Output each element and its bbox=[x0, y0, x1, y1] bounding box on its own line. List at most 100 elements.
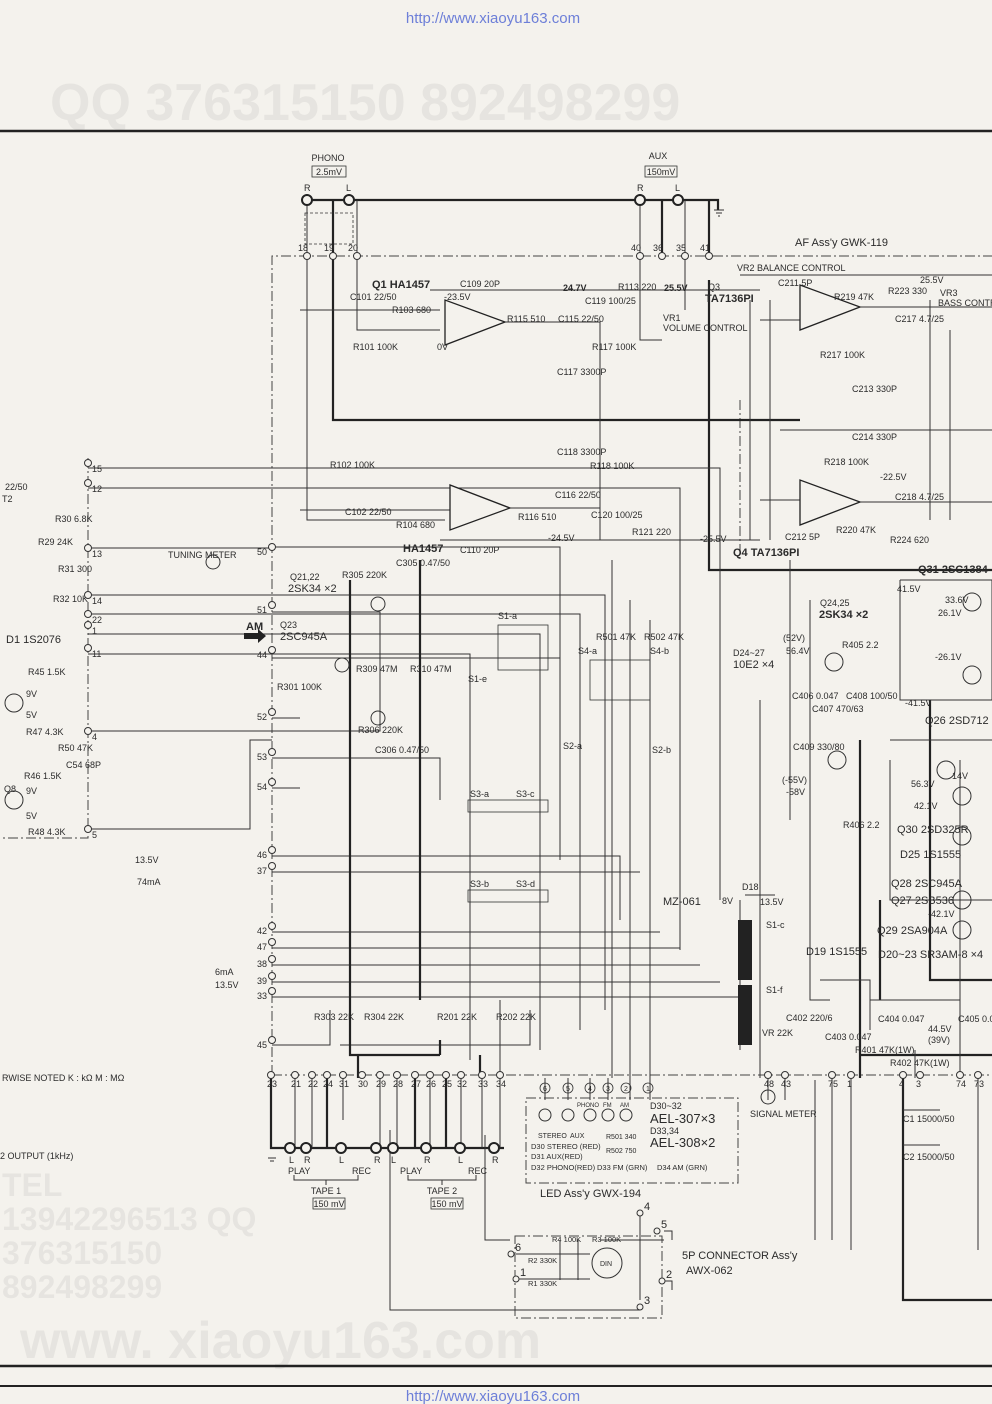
terminal-pin bbox=[84, 621, 92, 629]
terminal-pin bbox=[267, 1071, 275, 1079]
t2-label: T2 bbox=[2, 494, 13, 504]
r306-label: R306 220K bbox=[358, 725, 403, 735]
r113-label: R113 220 bbox=[618, 282, 656, 292]
tape1-label: TAPE 1 bbox=[311, 1186, 341, 1196]
v-56-4: 56.4V bbox=[786, 646, 810, 656]
tape2-l: L bbox=[391, 1155, 396, 1165]
switch-s1f[interactable] bbox=[738, 985, 752, 1045]
r47-label: R47 4.3K bbox=[26, 727, 64, 737]
r218-label: R218 100K bbox=[824, 457, 869, 467]
v-neg-22-5: -22.5V bbox=[880, 472, 907, 482]
terminal-pin bbox=[268, 922, 276, 930]
url-bottom[interactable]: http://www.xiaoyu163.com bbox=[406, 1388, 580, 1404]
d25-label: D25 1S1555 bbox=[900, 849, 961, 861]
terminal-pin-label: 27 bbox=[411, 1079, 421, 1089]
switch-s3ac[interactable] bbox=[467, 799, 549, 813]
tuning-meter-icon bbox=[205, 554, 221, 570]
tape1-rec-l-jack[interactable] bbox=[335, 1142, 347, 1154]
tape1-play-r-jack[interactable] bbox=[300, 1142, 312, 1154]
v-25-5-right: 25.5V bbox=[920, 275, 944, 285]
terminal-pin bbox=[84, 479, 92, 487]
v-13-5: 13.5V bbox=[760, 897, 784, 907]
terminal-pin bbox=[84, 544, 92, 552]
aux-l-jack[interactable] bbox=[672, 194, 684, 206]
terminal-pin bbox=[339, 1071, 347, 1079]
tape1-level-box bbox=[312, 1197, 346, 1210]
tape2-level-box bbox=[430, 1197, 464, 1210]
c213-label: C213 330P bbox=[852, 384, 897, 394]
v-52: (52V) bbox=[783, 633, 805, 643]
vr-label: VR 22K bbox=[762, 1028, 793, 1038]
tape2-rec-l: L bbox=[458, 1155, 463, 1165]
transistor-q23 bbox=[334, 657, 350, 673]
phono-l-jack[interactable] bbox=[343, 194, 355, 206]
d34-desc: D34 AM (GRN) bbox=[657, 1163, 708, 1172]
switch-s1a-e[interactable] bbox=[497, 624, 549, 671]
r1-label: R1 330K bbox=[528, 1279, 557, 1288]
transistor-q29 bbox=[952, 920, 972, 940]
tape2-play-l-jack[interactable] bbox=[387, 1142, 399, 1154]
r501-led: R501 340 bbox=[606, 1134, 636, 1141]
switch-s3bd[interactable] bbox=[467, 889, 549, 903]
terminal-pin-label: 26 bbox=[426, 1079, 436, 1089]
led-pin-number: 3 bbox=[606, 1086, 610, 1093]
v-44-5: 44.5V bbox=[928, 1024, 952, 1034]
c109-label: C109 20P bbox=[460, 279, 500, 289]
units-note: RWISE NOTED K : kΩ M : MΩ bbox=[2, 1073, 125, 1083]
vr3-name: BASS CONTROL bbox=[938, 298, 992, 308]
r309-label: R309 47M bbox=[356, 664, 398, 674]
terminal-pin bbox=[681, 252, 689, 260]
aux-r-jack[interactable] bbox=[634, 194, 646, 206]
tape2-rec-l-jack[interactable] bbox=[454, 1142, 466, 1154]
op-amps bbox=[444, 284, 862, 531]
q29-label: Q29 2SA904A bbox=[877, 925, 948, 937]
op-amp-q4 bbox=[799, 479, 862, 526]
r31-label: R31 300 bbox=[58, 564, 92, 574]
switch-s1c[interactable] bbox=[738, 920, 752, 980]
connector-pin bbox=[636, 1209, 644, 1217]
r502-label: R502 47K bbox=[644, 632, 684, 642]
url-top[interactable]: http://www.xiaoyu163.com bbox=[406, 10, 580, 27]
d31-desc: D31 AUX(RED) bbox=[531, 1152, 583, 1161]
terminal-pin bbox=[268, 955, 276, 963]
led-pin-circle bbox=[620, 1082, 632, 1094]
phono-r-jack[interactable] bbox=[301, 194, 313, 206]
current-74ma: 74mA bbox=[137, 877, 161, 887]
terminal-pin bbox=[426, 1071, 434, 1079]
terminal-pin-label: 75 bbox=[828, 1079, 838, 1089]
c405-label: C405 0.047 bbox=[958, 1014, 992, 1024]
tape1-rec-r-jack[interactable] bbox=[370, 1142, 382, 1154]
terminal-pin-label: 40 bbox=[631, 243, 641, 253]
r32-label: R32 10K bbox=[53, 594, 88, 604]
terminal-pin-label: 20 bbox=[348, 243, 358, 253]
phono-l-label: L bbox=[346, 183, 351, 193]
c116-label: C116 22/50 bbox=[555, 490, 601, 500]
switch-s4[interactable] bbox=[589, 659, 651, 701]
v-8: 8V bbox=[722, 896, 733, 906]
q30-label: Q30 2SD325R bbox=[897, 824, 969, 836]
tape1-play-l-jack[interactable] bbox=[284, 1142, 296, 1154]
c115-label: C115 22/50 bbox=[558, 314, 604, 324]
r406-label: R406 2.2 bbox=[843, 820, 880, 830]
led-pin-number: 1 bbox=[646, 1086, 650, 1093]
s3b-label: S3-b bbox=[470, 879, 489, 889]
s2b-label: S2-b bbox=[652, 745, 671, 755]
tape2-play-r-jack[interactable] bbox=[420, 1142, 432, 1154]
led-pin-circle bbox=[642, 1082, 654, 1094]
tape2-rec-r-jack[interactable] bbox=[488, 1142, 500, 1154]
connector-pin-label: 1 bbox=[520, 1267, 526, 1279]
transistor-q31 bbox=[962, 592, 982, 612]
v-42-1: 42.1V bbox=[914, 801, 938, 811]
terminal-pin bbox=[308, 1071, 316, 1079]
q2-label: HA1457 bbox=[403, 543, 443, 555]
transistor-q21 bbox=[370, 596, 386, 612]
r45-label: R45 1.5K bbox=[28, 667, 66, 677]
transistor-q8 bbox=[4, 790, 24, 810]
led-stereo: STEREO bbox=[538, 1133, 567, 1140]
led-pin-circle bbox=[602, 1082, 614, 1094]
terminal-pin bbox=[84, 825, 92, 833]
watermark-tel: TEL 13942296513 QQ 376315150 892498299 bbox=[2, 1167, 257, 1305]
terminal-pin bbox=[268, 748, 276, 756]
transistor-q7 bbox=[4, 693, 24, 713]
connector-pin-label: 6 bbox=[515, 1242, 521, 1254]
